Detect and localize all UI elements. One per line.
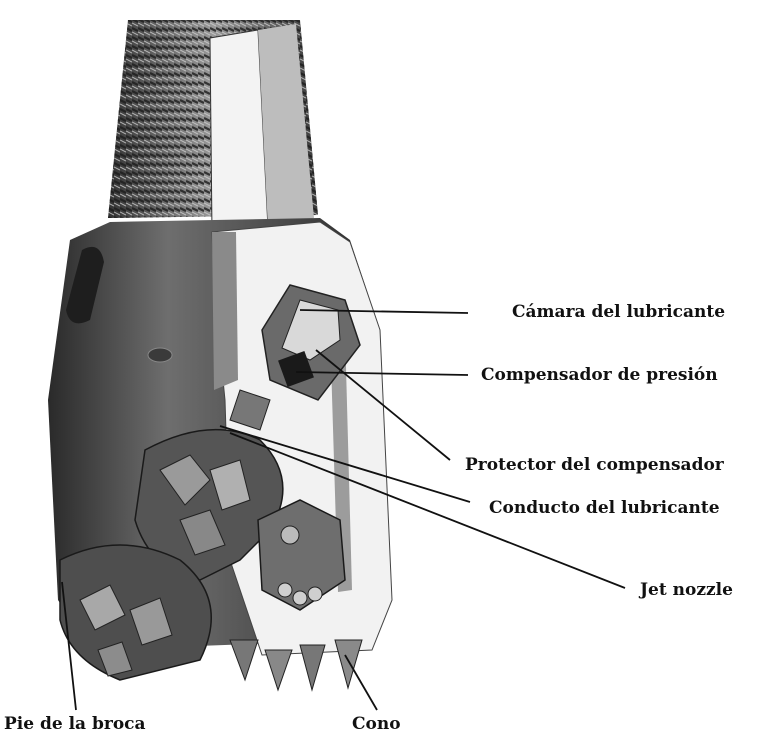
label-lubricant-chamber: Cámara del lubricante [512,304,725,321]
label-pressure-compensator: Compensador de presión [481,367,718,384]
threaded-pin [108,20,318,232]
label-bit-leg: Pie de la broca [4,716,146,733]
label-cone: Cono [352,716,401,733]
label-compensator-protector: Protector del compensador [465,457,724,474]
label-jet-nozzle: Jet nozzle [640,582,733,599]
label-lubricant-duct: Conducto del lubricante [489,500,720,517]
